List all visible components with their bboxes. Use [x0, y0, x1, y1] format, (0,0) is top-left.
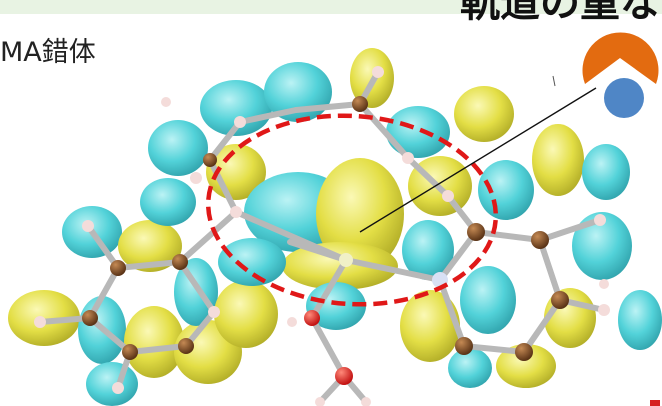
complex-label: MA錯体 [0, 37, 96, 68]
orbital-overlap-legend-icon [582, 32, 659, 118]
title-banner [0, 0, 662, 14]
pointer-line [359, 87, 597, 233]
tick-mark [552, 75, 556, 87]
atoms [34, 66, 610, 406]
red-marker-fragment [650, 400, 660, 406]
overlap-highlight-ellipse [205, 113, 499, 307]
slide-title: 軌道の重な [460, 0, 660, 26]
orbital-lobes [8, 48, 662, 406]
